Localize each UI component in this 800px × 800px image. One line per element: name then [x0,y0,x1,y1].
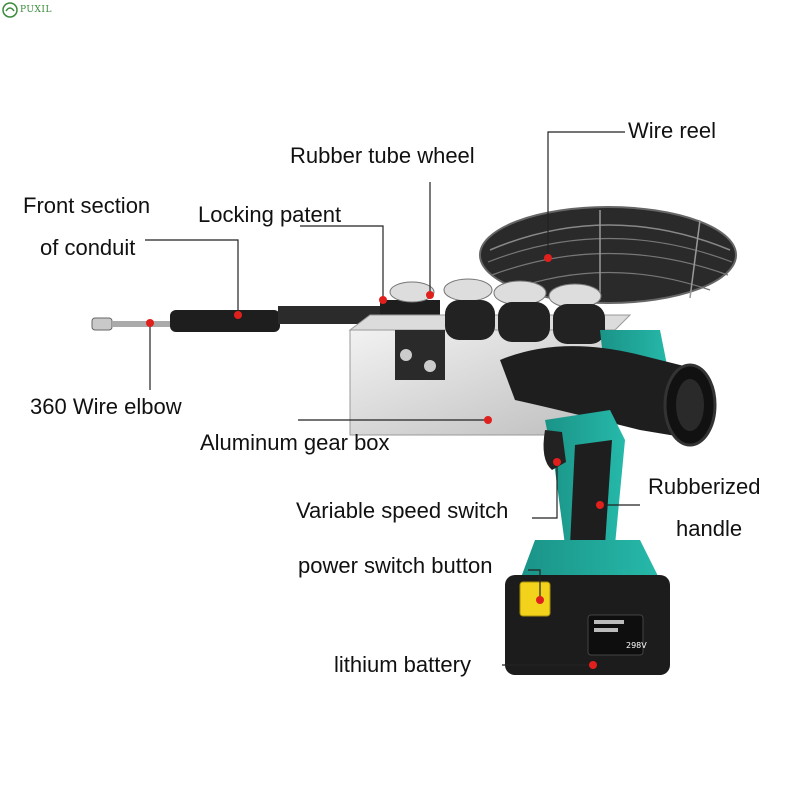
brand-name: PUXIL [20,5,52,15]
label-handle: handle [676,516,743,541]
label-power-button: power switch button [298,553,493,578]
label-rubberized: Rubberized [648,474,761,499]
rubber-tube-wheels [389,278,605,344]
label-speed-switch: Variable speed switch [296,498,509,523]
label-wire-elbow: 360 Wire elbow [30,394,182,419]
label-wire-reel: Wire reel [628,118,717,143]
label-front-section: Front section [23,193,151,218]
brand-logo-icon [2,2,18,18]
battery-voltage-text: 298V [626,641,647,650]
label-locking-patent: Locking patent [198,202,342,227]
lithium-battery: 298V [505,540,670,675]
rubberized-handle [543,410,625,545]
callout-markers [146,254,604,669]
front-conduit [91,300,440,332]
leader-lines [145,131,640,666]
wire-reel [479,206,737,304]
label-rubber-tube-wheel: Rubber tube wheel [290,143,475,168]
label-of-conduit: of conduit [40,235,136,260]
label-battery: lithium battery [334,652,471,677]
label-gear-box: Aluminum gear box [200,430,390,455]
brand-logo: PUXIL [2,2,52,18]
side-handle [500,346,717,447]
